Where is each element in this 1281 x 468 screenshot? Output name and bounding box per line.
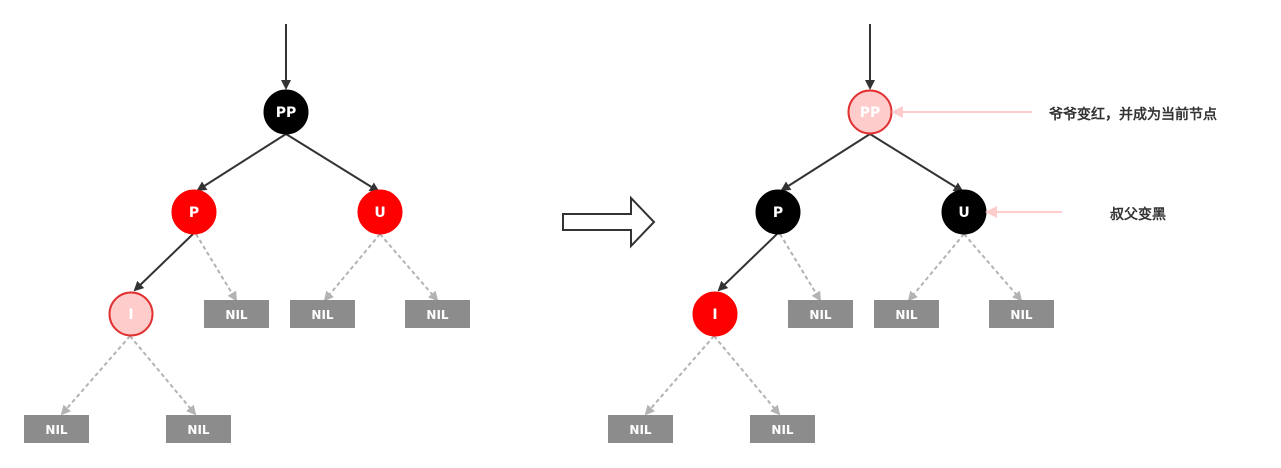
- edge-pp-p: [780, 133, 871, 192]
- svg-text:NIL: NIL: [225, 308, 248, 322]
- node-i: I: [692, 291, 738, 337]
- edge-i-nil-right: [713, 335, 781, 416]
- edge-u-nil-right: [379, 233, 439, 302]
- edge-u-nil-right: [963, 233, 1023, 302]
- svg-text:I: I: [128, 307, 133, 323]
- svg-text:NIL: NIL: [426, 308, 449, 322]
- svg-text:NIL: NIL: [809, 308, 832, 322]
- edge-p-nil: [779, 233, 822, 302]
- svg-text:NIL: NIL: [311, 308, 334, 322]
- node-pp: PP: [847, 89, 893, 135]
- edge-i-nil-right: [129, 335, 197, 416]
- grandparent-note: 爷爷变红，并成为当前节点: [1049, 107, 1217, 123]
- svg-text:NIL: NIL: [629, 423, 652, 437]
- nil-leaf: NIL: [750, 415, 815, 443]
- svg-text:P: P: [773, 205, 783, 221]
- edge-p-i: [717, 233, 778, 292]
- svg-text:U: U: [374, 205, 385, 221]
- nil-leaf: NIL: [405, 300, 470, 328]
- nil-leaf: NIL: [874, 300, 939, 328]
- nil-leaf: NIL: [788, 300, 853, 328]
- svg-text:I: I: [712, 307, 717, 323]
- svg-text:NIL: NIL: [895, 308, 918, 322]
- edge-pp-u: [869, 133, 964, 193]
- node-u: U: [357, 189, 403, 235]
- svg-text:NIL: NIL: [1010, 308, 1033, 322]
- edge-pp-p: [196, 133, 287, 192]
- nil-leaf: NIL: [608, 415, 673, 443]
- edge-p-nil: [195, 233, 238, 302]
- edge-pp-u: [285, 133, 380, 193]
- edge-u-nil-left: [323, 233, 381, 302]
- svg-text:P: P: [189, 205, 199, 221]
- nil-leaf: NIL: [204, 300, 269, 328]
- node-pp: PP: [263, 89, 309, 135]
- edge-u-nil-left: [907, 233, 965, 302]
- node-i: I: [108, 291, 154, 337]
- nil-leaf: NIL: [166, 415, 231, 443]
- nil-leaf: NIL: [24, 415, 89, 443]
- node-p: P: [171, 189, 217, 235]
- node-u: U: [941, 189, 987, 235]
- svg-text:PP: PP: [276, 105, 297, 121]
- right-arrow-icon: [562, 195, 656, 249]
- edge-i-nil-left: [60, 335, 131, 416]
- svg-text:NIL: NIL: [187, 423, 210, 437]
- edge-i-nil-left: [644, 335, 715, 416]
- node-p: P: [755, 189, 801, 235]
- svg-text:U: U: [958, 205, 969, 221]
- nil-leaf: NIL: [290, 300, 355, 328]
- nil-leaf: NIL: [989, 300, 1054, 328]
- edge-p-i: [133, 233, 194, 292]
- svg-text:PP: PP: [860, 105, 881, 121]
- after-tree: PP P U I NIL NIL NIL NIL: [608, 24, 1062, 443]
- before-tree: PP P U I NIL NIL NIL NIL: [24, 24, 470, 443]
- svg-text:NIL: NIL: [771, 423, 794, 437]
- svg-text:NIL: NIL: [45, 423, 68, 437]
- uncle-note: 叔父变黑: [1110, 207, 1166, 223]
